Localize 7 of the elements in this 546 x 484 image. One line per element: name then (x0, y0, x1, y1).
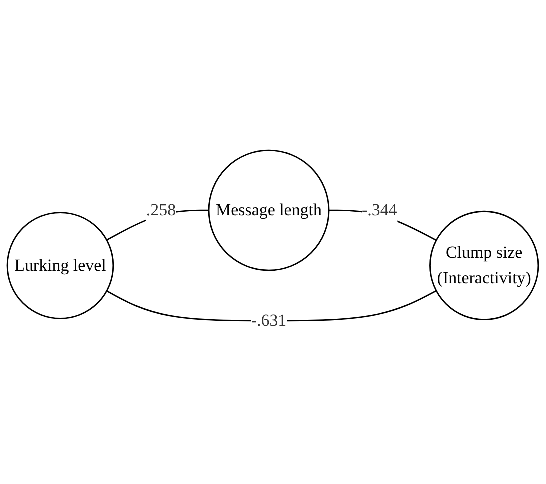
edge-label: .258 (146, 200, 176, 220)
connector (106, 290, 437, 322)
node-circle: Lurking level (6, 212, 114, 320)
node-circle: Clump size (Interactivity) (430, 210, 540, 320)
node-circle: Message length (208, 150, 330, 272)
edge-label: -.344 (362, 200, 398, 220)
edge-label: -.631 (251, 310, 287, 330)
